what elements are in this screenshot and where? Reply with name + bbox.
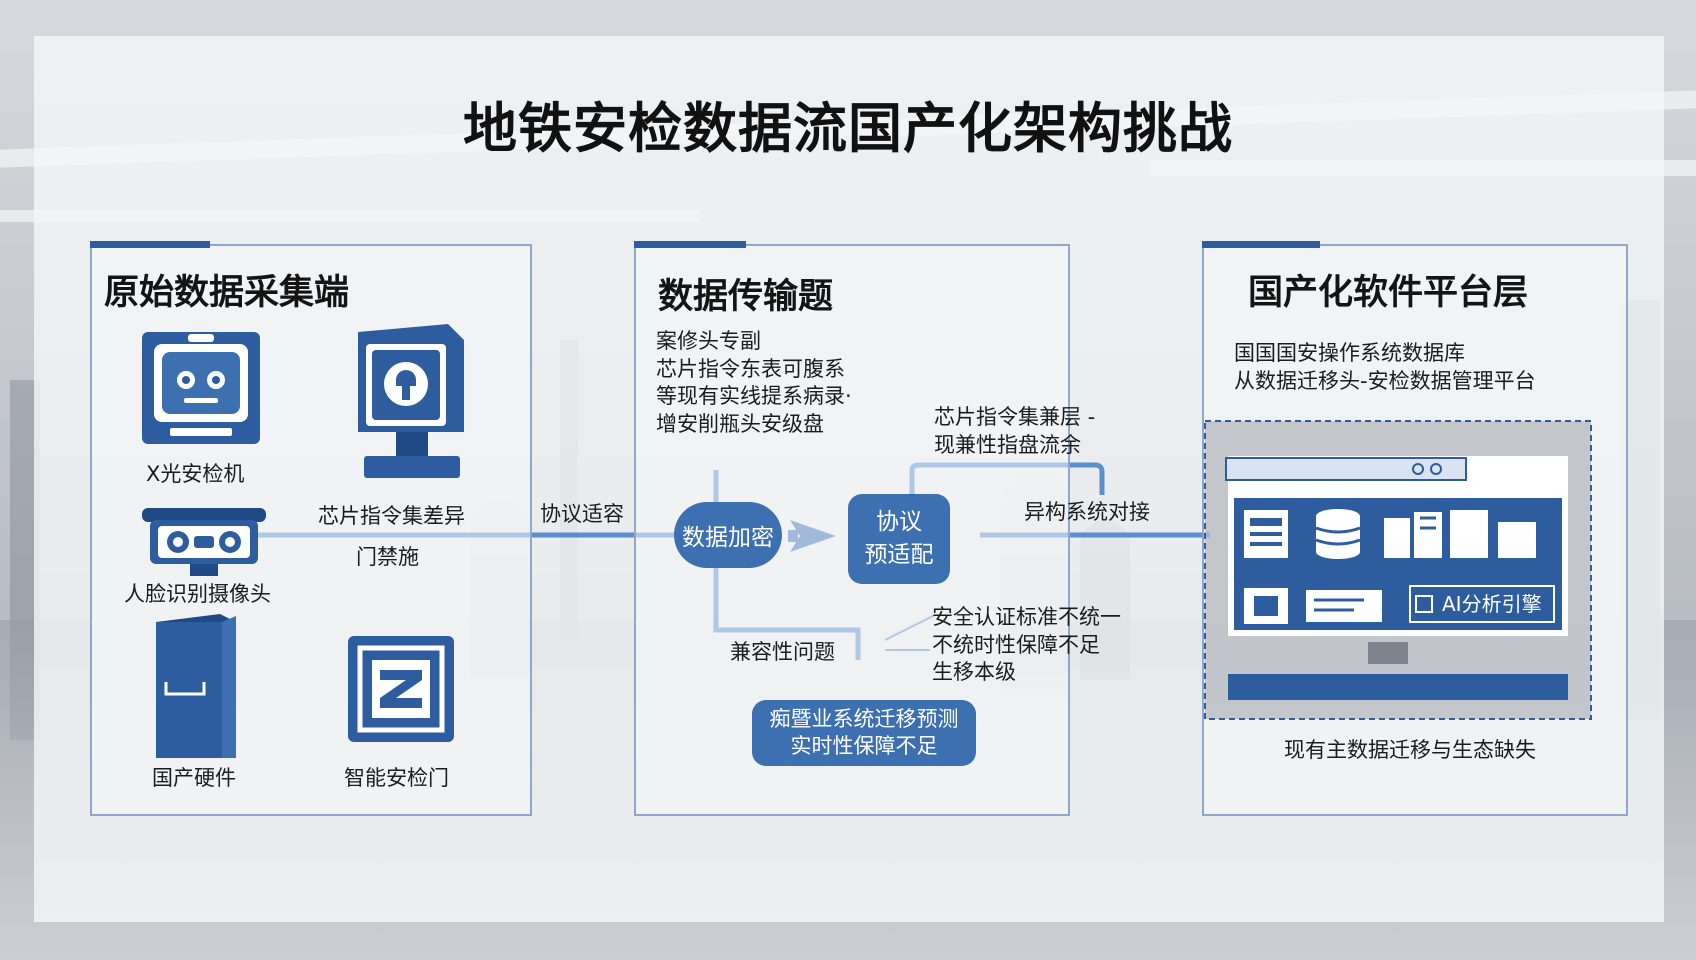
platform-heading: 国产化软件平台层	[1248, 273, 1529, 313]
migration-node[interactable]: 痴暨业系统迁移预测 实时性保障不足	[752, 700, 976, 766]
ai-engine-label: AI分析引擎	[1442, 592, 1542, 616]
server-cabinet-icon	[154, 612, 238, 760]
xray-monitor-icon	[140, 330, 262, 446]
domestic-hardware-label: 国产硬件	[152, 766, 236, 790]
security-issues: 安全认证标准不统一 不统时性保障不足 生移本级	[932, 605, 1121, 685]
encrypt-node[interactable]: 数据加密	[674, 502, 782, 568]
protocol-adapt-node[interactable]: 协议 预适配	[848, 494, 950, 584]
face-camera-label: 人脸识别摄像头	[124, 582, 271, 606]
hetero-label: 异构系统对接	[1024, 500, 1150, 524]
transmission-heading: 数据传输题	[658, 277, 834, 317]
smart-gate-icon	[346, 634, 456, 744]
xray-label: X光安检机	[146, 462, 245, 486]
platform-desc: 国国国安操作系统数据库 从数据迁移头-安检数据管理平台	[1234, 341, 1536, 393]
page-title: 地铁安检数据流国产化架构挑战	[463, 97, 1233, 160]
security-kiosk-icon	[352, 322, 470, 482]
collection-heading: 原始数据采集端	[104, 273, 350, 313]
transmission-note: 案修头专副 芯片指令东表可腹系 等现有实线提系病录· 增安削瓶头安级盘	[656, 329, 852, 437]
chip-device-label-1: 芯片指令集差异	[318, 504, 465, 528]
face-camera-icon	[140, 506, 268, 578]
smart-gate-label: 智能安检门	[344, 766, 449, 790]
protocol-label: 协议适容	[540, 502, 624, 526]
platform-footer: 现有主数据迁移与生态缺失	[1284, 738, 1536, 762]
platform-monitor-icon	[1204, 420, 1592, 722]
chip-device-label-2: 门禁施	[356, 545, 419, 569]
compatibility-label: 兼容性问题	[730, 640, 835, 664]
upper-note: 芯片指令集兼层 - 现兼性指盘流余	[934, 405, 1096, 457]
